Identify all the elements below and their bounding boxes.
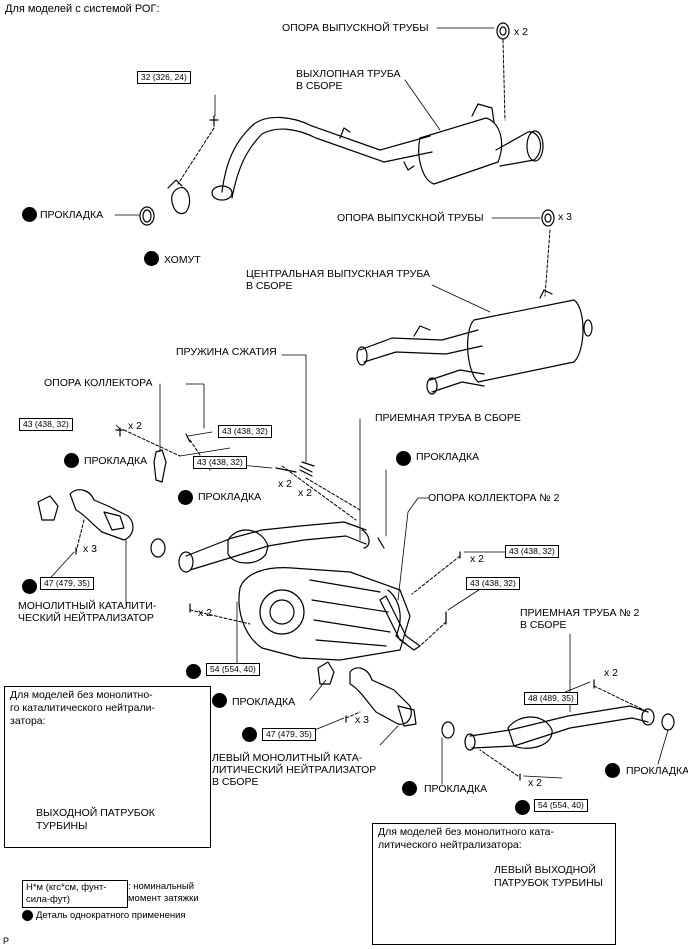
- label-center-pipe-assy: ЦЕНТРАЛЬНАЯ ВЫПУСКНАЯ ТРУБА В СБОРЕ: [246, 268, 430, 292]
- label-gasket-conv: ПРОКЛАДКА: [198, 491, 262, 503]
- figure-code: P: [3, 936, 10, 946]
- torque-spec: 43 (438, 32): [218, 425, 272, 438]
- torque-spec: 43 (438, 32): [505, 545, 559, 558]
- left-catalytic-converter-drawing: [37, 489, 134, 541]
- top-mount-drawing: [496, 22, 510, 40]
- single-use-marker: [396, 451, 411, 466]
- manifold-stay-drawing: [153, 449, 167, 483]
- label-monolithic-converter: МОНОЛИТНЫЙ КАТАЛИТИ- ЧЕСКИЙ НЕЙТРАЛИЗАТО…: [18, 600, 157, 624]
- label-front-pipe-2-assy: ПРИЕМНАЯ ТРУБА № 2 В СБОРЕ: [520, 607, 640, 631]
- single-use-marker: [212, 693, 227, 708]
- label-gasket-right: ПРОКЛАДКА: [626, 765, 688, 777]
- label-front-pipe-assy: ПРИЕМНАЯ ТРУБА В СБОРЕ: [375, 412, 521, 424]
- label-clamp: ХОМУТ: [164, 254, 201, 266]
- manifold-stay-2-drawing: [379, 595, 421, 651]
- note-box-turbine-outlet: [4, 686, 211, 848]
- torque-spec: 54 (554, 40): [534, 799, 588, 812]
- torque-spec: 43 (438, 32): [193, 456, 247, 469]
- quantity: x 2: [470, 553, 485, 565]
- single-use-marker: [178, 490, 193, 505]
- label-left-turbine-outlet: ЛЕВЫЙ ВЫХОДНОЙ ПАТРУБОК ТУРБИНЫ: [494, 864, 603, 889]
- label-manifold-stay-2: ОПОРА КОЛЛЕКТОРА № 2: [428, 492, 560, 504]
- label-gasket-front-pipe: ПРОКЛАДКА: [416, 451, 480, 463]
- torque-spec: 43 (438, 32): [19, 418, 73, 431]
- single-use-marker: [186, 664, 201, 679]
- single-use-marker: [22, 579, 37, 594]
- center-pipe-drawing: [356, 289, 593, 395]
- label-manifold-stay: ОПОРА КОЛЛЕКТОРА: [44, 377, 153, 389]
- torque-spec: 47 (479, 35): [40, 577, 94, 590]
- legend-single-use-marker: [22, 910, 33, 921]
- quantity: x 2: [298, 487, 313, 499]
- mid-mount-drawing: [541, 209, 555, 227]
- page-header: Для моделей с системой РОГ:: [5, 3, 160, 15]
- label-left-converter-assy: ЛЕВЫЙ МОНОЛИТНЫЙ КАТА- ЛИТИЧЕСКИЙ НЕЙТРА…: [212, 752, 377, 788]
- note-box-left-turbine-outlet: [372, 823, 616, 945]
- single-use-marker: [515, 800, 530, 815]
- legend-torque-units: Н*м (кгс*см, фунт- сила-фут): [22, 880, 128, 908]
- torque-spec: 43 (438, 32): [466, 577, 520, 590]
- label-exhaust-mount-mid: ОПОРА ВЫПУСКНОЙ ТРУБЫ: [337, 212, 484, 224]
- label-gasket-left: ПРОКЛАДКА: [84, 455, 148, 467]
- quantity: x 2: [514, 26, 529, 38]
- note-title: Для моделей без монолитного ката- литиче…: [378, 826, 554, 851]
- label-tailpipe-assy: ВЫХЛОПНАЯ ТРУБА В СБОРЕ: [296, 68, 401, 92]
- single-use-marker: [402, 781, 417, 796]
- tailpipe-drawing: [211, 103, 544, 201]
- label-gasket-lower: ПРОКЛАДКА: [232, 696, 296, 708]
- quantity: x 3: [558, 211, 573, 223]
- legend-torque-desc: : номинальный момент затяжки: [128, 881, 199, 904]
- single-use-marker: [242, 727, 257, 742]
- label-turbine-outlet: ВЫХОДНОЙ ПАТРУБОК ТУРБИНЫ: [36, 807, 155, 832]
- label-gasket-1: ПРОКЛАДКА: [40, 209, 104, 221]
- torque-spec: 32 (326, 24): [137, 71, 191, 84]
- single-use-marker: [64, 453, 79, 468]
- quantity: x 2: [278, 478, 293, 490]
- legend-single-use: Деталь однократного применения: [36, 910, 186, 921]
- quantity: x 2: [198, 607, 213, 619]
- label-leader-lines: [43, 27, 669, 785]
- label-compression-spring: ПРУЖИНА СЖАТИЯ: [176, 346, 277, 358]
- left-monolithic-converter-drawing: [317, 661, 417, 727]
- front-pipe-2-drawing: [441, 705, 675, 751]
- quantity: x 2: [128, 420, 143, 432]
- note-title: Для моделей без монолитно- го каталитиче…: [10, 689, 155, 727]
- torque-spec: 47 (479, 35): [262, 728, 316, 741]
- torque-spec: 54 (554, 40): [206, 663, 260, 676]
- torque-spec: 48 (489, 35): [524, 692, 578, 705]
- label-exhaust-mount-top: ОПОРА ВЫПУСКНОЙ ТРУБЫ: [282, 22, 429, 34]
- clamp-drawing: [139, 115, 219, 226]
- quantity: x 3: [355, 714, 370, 726]
- label-gasket-bottom: ПРОКЛАДКА: [424, 783, 488, 795]
- front-pipe-drawing: [150, 521, 370, 573]
- quantity: x 2: [604, 667, 619, 679]
- single-use-marker: [22, 207, 37, 222]
- transmission-drawing: [238, 567, 411, 661]
- single-use-marker: [605, 763, 620, 778]
- assembly-dashed-lines: [75, 39, 649, 777]
- single-use-marker: [144, 251, 159, 266]
- quantity: x 3: [83, 543, 98, 555]
- quantity: x 2: [528, 777, 543, 789]
